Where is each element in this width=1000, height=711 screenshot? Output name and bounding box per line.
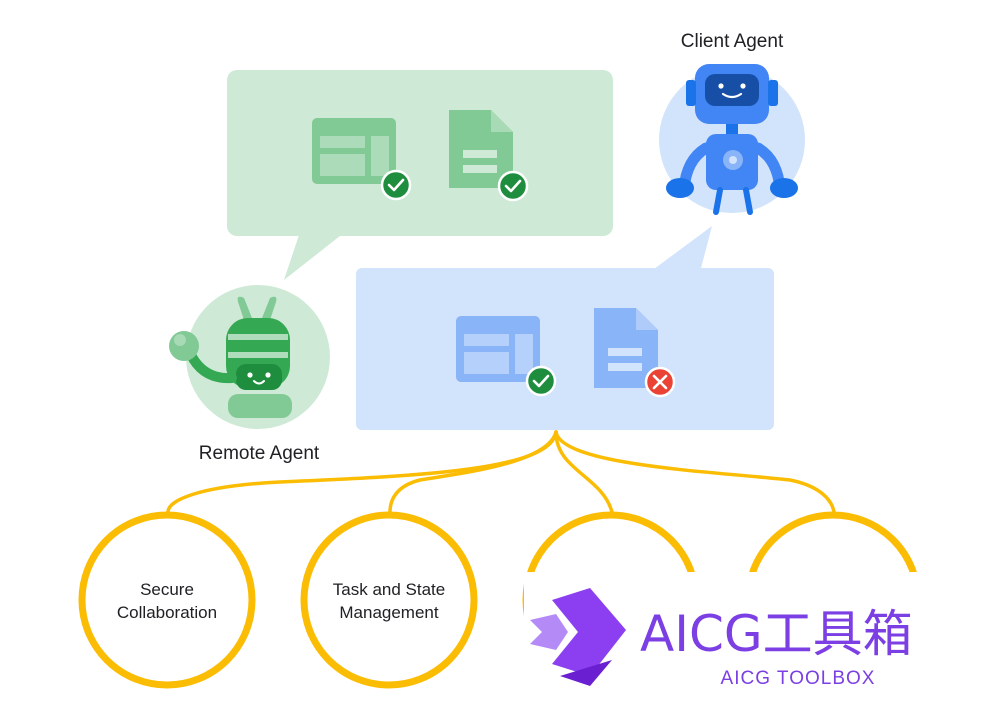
client-agent-speech-bubble — [356, 226, 774, 430]
client-agent-label: Client Agent — [681, 31, 784, 52]
document-icon — [594, 308, 658, 388]
connector-lines — [166, 430, 836, 514]
layout-icon — [456, 316, 540, 382]
error-badge-icon — [644, 366, 676, 398]
aicg-logo-icon — [530, 588, 626, 686]
check-badge-icon — [380, 169, 412, 201]
client-agent-robot-icon — [659, 64, 805, 215]
remote-agent-robot-icon — [169, 285, 330, 429]
feature-circle-secure-collaboration: Secure Collaboration — [78, 511, 256, 689]
feature-label-line2: Collaboration — [117, 603, 217, 622]
document-icon — [449, 110, 513, 188]
remote-agent-label: Remote Agent — [199, 443, 320, 464]
check-badge-icon — [497, 170, 529, 202]
remote-agent-speech-bubble — [227, 70, 613, 280]
feature-label-line1: Task and State — [333, 580, 445, 599]
watermark-subtitle: AICG TOOLBOX — [721, 668, 876, 689]
feature-circle-task-state-management: Task and State Management — [300, 511, 478, 689]
check-badge-icon — [525, 365, 557, 397]
feature-label-line1: Secure — [140, 580, 194, 599]
watermark-title: AICG工具箱 — [640, 605, 913, 663]
watermark: AICG工具箱 AICG TOOLBOX — [524, 572, 976, 711]
layout-icon — [312, 118, 396, 184]
feature-label-line2: Management — [339, 603, 439, 622]
